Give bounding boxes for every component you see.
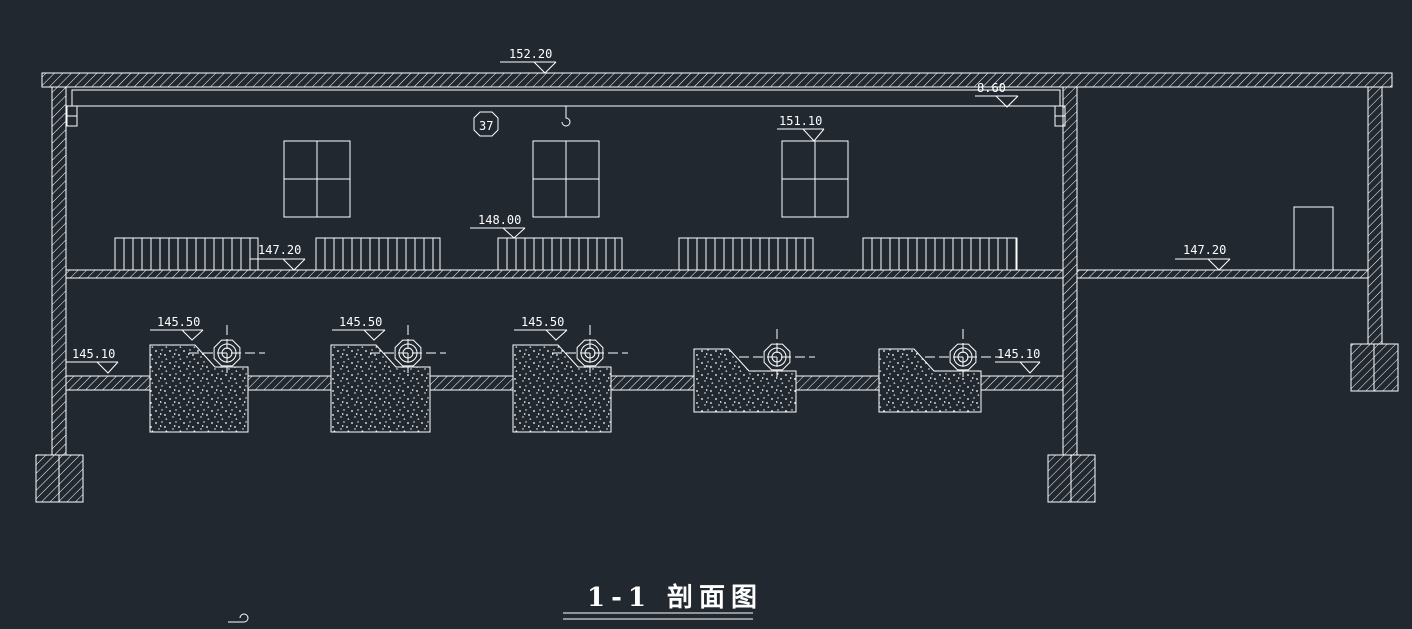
pipe-fitting — [552, 325, 628, 373]
marker-label: 37 — [479, 119, 493, 133]
concrete-pier — [330, 325, 446, 433]
label-beam: 8.60 — [977, 81, 1006, 95]
label-roof: 152.20 — [509, 47, 552, 61]
door — [1293, 206, 1334, 271]
pipe-fitting — [925, 329, 1001, 377]
window — [781, 140, 849, 218]
equipment-unit — [862, 237, 1018, 271]
middle-column — [1062, 86, 1078, 456]
elevation-window-top — [777, 128, 825, 142]
equipment-unit — [497, 237, 623, 271]
elevation-platform — [470, 227, 526, 239]
equipment-unit — [114, 237, 259, 271]
equipment-unit — [315, 237, 441, 271]
pipe-fitting — [739, 329, 815, 377]
label-ground-right: 145.10 — [997, 347, 1040, 361]
pipe-fitting — [370, 325, 446, 373]
elevation-beam — [975, 95, 1019, 108]
elevation-pier3 — [514, 329, 568, 341]
floor-slab-left — [65, 269, 1064, 279]
label-floor-left: 147.20 — [258, 243, 301, 257]
bottom-mark — [228, 613, 249, 623]
label-floor-right: 147.20 — [1183, 243, 1226, 257]
label-platform: 148.00 — [478, 213, 521, 227]
elevation-pier1 — [150, 329, 204, 341]
crane-hook — [561, 106, 571, 127]
concrete-pier — [693, 329, 815, 413]
crane-beam — [71, 89, 1061, 107]
elevation-floor-left — [250, 258, 306, 271]
elevation-ground-right — [995, 361, 1041, 374]
label-pier3: 145.50 — [521, 315, 564, 329]
drawing-title: 1-1 剖面图 — [587, 582, 763, 613]
concrete-pier — [149, 325, 265, 433]
elevation-roof — [500, 61, 557, 74]
equipment-unit — [678, 237, 814, 271]
elevation-floor-right — [1175, 258, 1231, 271]
label-window-top: 151.10 — [779, 114, 822, 128]
marker-octagon — [473, 111, 499, 137]
right-column — [1367, 86, 1383, 346]
label-pier2: 145.50 — [339, 315, 382, 329]
label-pier1: 145.50 — [157, 315, 200, 329]
left-column — [51, 86, 67, 456]
concrete-pier — [878, 329, 1001, 413]
concrete-pier — [512, 325, 628, 433]
elevation-pier2 — [332, 329, 386, 341]
floor-slab-right — [1076, 269, 1369, 279]
label-ground-left: 145.10 — [72, 347, 115, 361]
roof-slab — [41, 72, 1393, 88]
elevation-ground-left — [66, 361, 119, 374]
window — [283, 140, 351, 218]
pipe-fitting — [189, 325, 265, 373]
window — [532, 140, 600, 218]
